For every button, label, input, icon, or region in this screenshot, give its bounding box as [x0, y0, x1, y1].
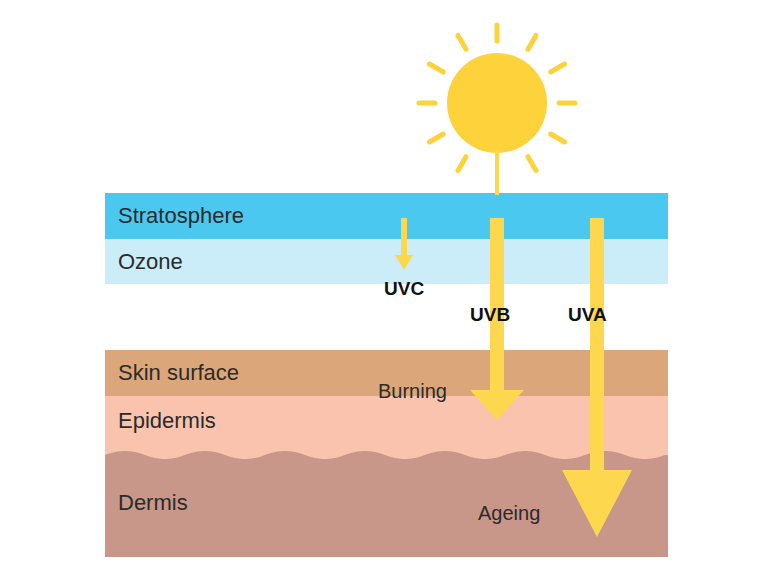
band-label: Dermis: [118, 490, 188, 516]
ozone-band: [105, 239, 668, 284]
skin-surface-band: Skin surface: [105, 350, 365, 396]
effect-label: Ageing: [478, 502, 540, 525]
sun-ray: [458, 157, 466, 171]
band-label: Skin surface: [118, 360, 239, 386]
sun-ray: [429, 64, 443, 72]
uv-arrows: [395, 150, 632, 537]
sun-ray: [429, 134, 443, 142]
effect-label: Burning: [378, 380, 447, 403]
band-label: Epidermis: [118, 408, 216, 434]
band-label: Stratosphere: [118, 203, 244, 229]
uv-label: UVA: [568, 304, 607, 326]
sun-ray: [528, 35, 536, 49]
stratosphere-band: [105, 193, 668, 239]
stratosphere-band: Stratosphere: [105, 193, 405, 239]
uv-label: UVB: [470, 304, 510, 326]
uv-label: UVC: [384, 278, 424, 300]
band-label: Ozone: [118, 249, 183, 275]
ozone-band: Ozone: [105, 239, 405, 284]
sun-ray: [551, 134, 565, 142]
sun-ray: [458, 35, 466, 49]
sun: [419, 25, 575, 171]
dermis-band: Dermis: [105, 470, 365, 535]
sun-ray: [528, 157, 536, 171]
sun-ray: [495, 25, 500, 41]
sun-ray: [559, 101, 575, 106]
sun-ray: [419, 101, 435, 106]
epidermis-band: Epidermis: [105, 396, 365, 446]
sun-ray: [551, 64, 565, 72]
